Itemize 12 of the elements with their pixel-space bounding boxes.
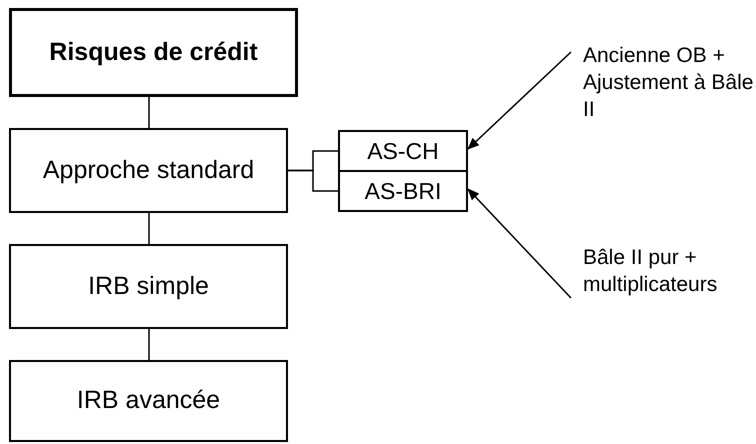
connector-line	[288, 170, 338, 192]
connector-line	[148, 213, 150, 244]
approach-box: IRB simple	[9, 244, 288, 329]
arrow	[467, 188, 572, 299]
approach-box: Approche standard	[9, 128, 288, 213]
variant-box: AS-CH	[338, 130, 468, 172]
approach-box: IRB avancée	[9, 360, 288, 442]
category-box: Risques de crédit	[9, 8, 298, 97]
variant-box: AS-BRI	[338, 170, 468, 212]
connector-line	[148, 329, 150, 360]
arrow	[467, 51, 572, 150]
connector-line	[148, 97, 150, 128]
